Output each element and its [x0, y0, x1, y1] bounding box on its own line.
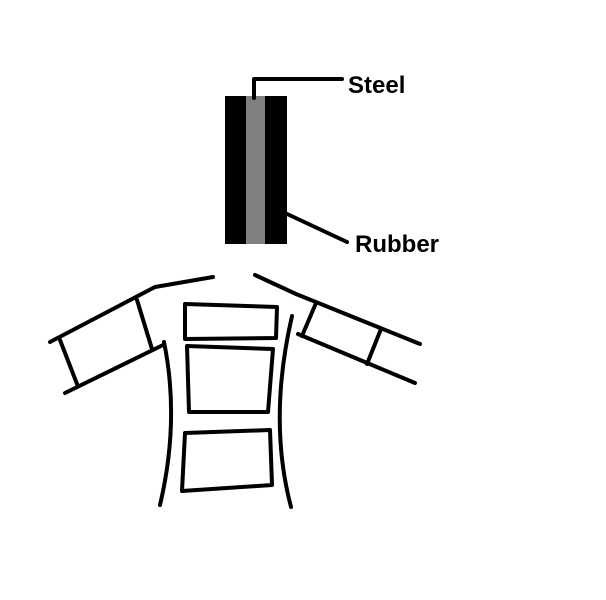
rubber-layer-left: [225, 96, 247, 244]
torso-vest-sketch: [48, 273, 422, 509]
left-shoulder-line: [48, 275, 215, 344]
rubber-callout: Rubber: [283, 211, 439, 258]
rubber-layer-right: [265, 96, 287, 244]
chest-plate-middle: [185, 344, 275, 414]
right-shoulder-line: [253, 273, 422, 346]
right-arm-plate-divider: [365, 327, 383, 366]
left-arm-plate-divider: [58, 338, 79, 386]
rubber-label: Rubber: [355, 231, 439, 258]
steel-leader-line: [252, 77, 344, 100]
steel-callout: Steel: [252, 72, 405, 100]
abdomen-plate-lower: [180, 428, 274, 493]
steel-label: Steel: [348, 72, 405, 99]
steel-layer: [246, 96, 266, 244]
rubber-leader-line: [283, 211, 349, 244]
left-armpit-plate-edge: [135, 298, 154, 351]
torso-right-side: [277, 314, 294, 509]
torso-left-side: [158, 340, 174, 507]
chest-plate-upper: [183, 302, 279, 341]
left-arm-lower-line: [63, 343, 165, 395]
right-arm-lower-line: [296, 332, 417, 385]
right-armpit-plate-edge: [300, 301, 318, 338]
plate-cross-section: [225, 96, 287, 244]
